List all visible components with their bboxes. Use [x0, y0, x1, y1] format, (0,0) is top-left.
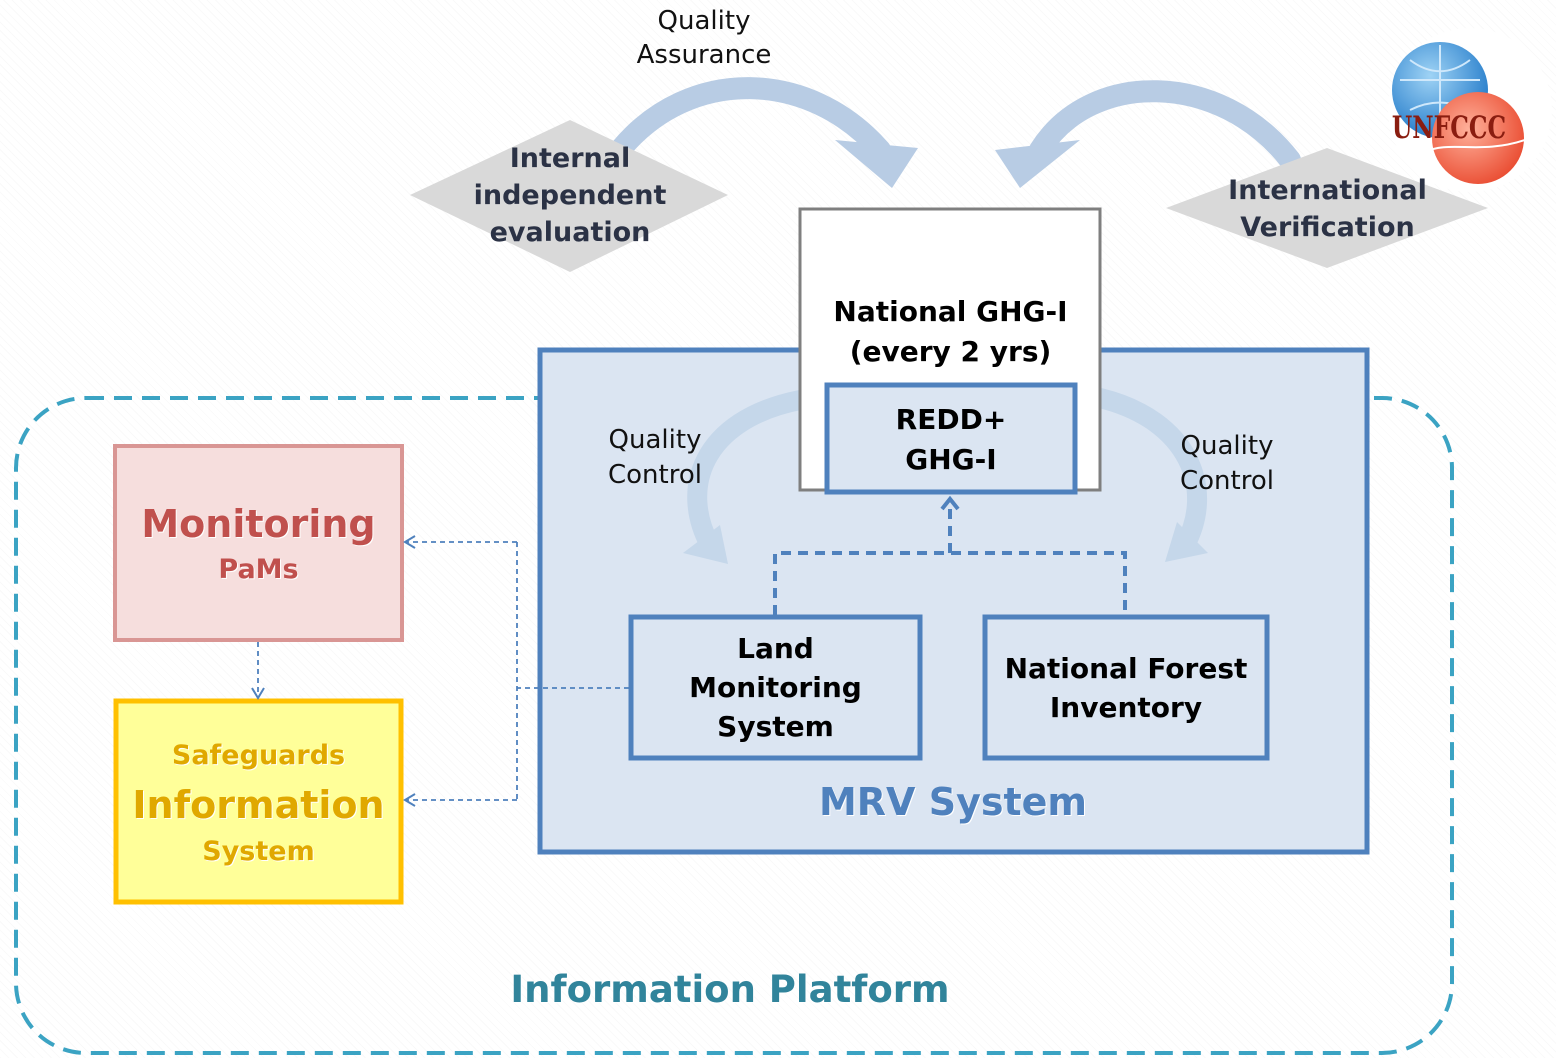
- internal-evaluation-diamond: [410, 120, 728, 272]
- quality-control-arrowhead-right: [1165, 522, 1208, 562]
- national-ghg-label: National GHG-I (every 2 yrs): [833, 295, 1068, 368]
- mrv-system-label: MRV System: [818, 780, 1087, 824]
- quality-assurance-label: Quality Assurance: [636, 6, 772, 70]
- quality-control-right-label: Quality Control: [1180, 431, 1274, 496]
- quality-control-left-label: Quality Control: [608, 425, 702, 490]
- international-verification-arc: [1029, 80, 1301, 171]
- redd-ghg-label: REDD+ GHG-I: [895, 403, 1007, 476]
- land-monitoring-box: [628, 614, 923, 761]
- quality-control-arc-left: [687, 390, 810, 555]
- quality-control-arrowhead-left: [683, 525, 728, 564]
- unfccc-logo-text: UNFCCC: [1392, 109, 1506, 146]
- unfccc-logo: UNFCCC: [1388, 28, 1552, 192]
- international-verification-arrowhead: [995, 140, 1080, 188]
- connector-land-forest-to-redd: [773, 551, 1127, 615]
- international-verification-label: International Verification: [1228, 175, 1427, 243]
- monitoring-pams-box: [113, 444, 404, 642]
- safeguards-line2: Information: [132, 783, 385, 827]
- land-monitoring-label: Land Monitoring System: [689, 632, 862, 743]
- national-forest-label: National Forest Inventory: [1004, 651, 1248, 724]
- safeguards-box: [113, 698, 404, 905]
- national-forest-box: [982, 614, 1270, 761]
- quality-assurance-arc-left: [609, 77, 891, 161]
- quality-assurance-arrowhead-left: [835, 140, 918, 188]
- safeguards-line1: Safeguards: [171, 740, 346, 771]
- monitoring-title: Monitoring: [141, 502, 376, 546]
- international-verification-diamond: [1166, 148, 1488, 268]
- internal-evaluation-label: Internal independent evaluation: [473, 143, 667, 248]
- redd-ghg-box: [824, 382, 1078, 495]
- quality-control-arc-right: [1090, 388, 1208, 555]
- safeguards-line3: System: [202, 836, 315, 867]
- monitoring-subtitle: PaMs: [218, 554, 299, 585]
- information-platform-label: Information Platform: [510, 968, 950, 1011]
